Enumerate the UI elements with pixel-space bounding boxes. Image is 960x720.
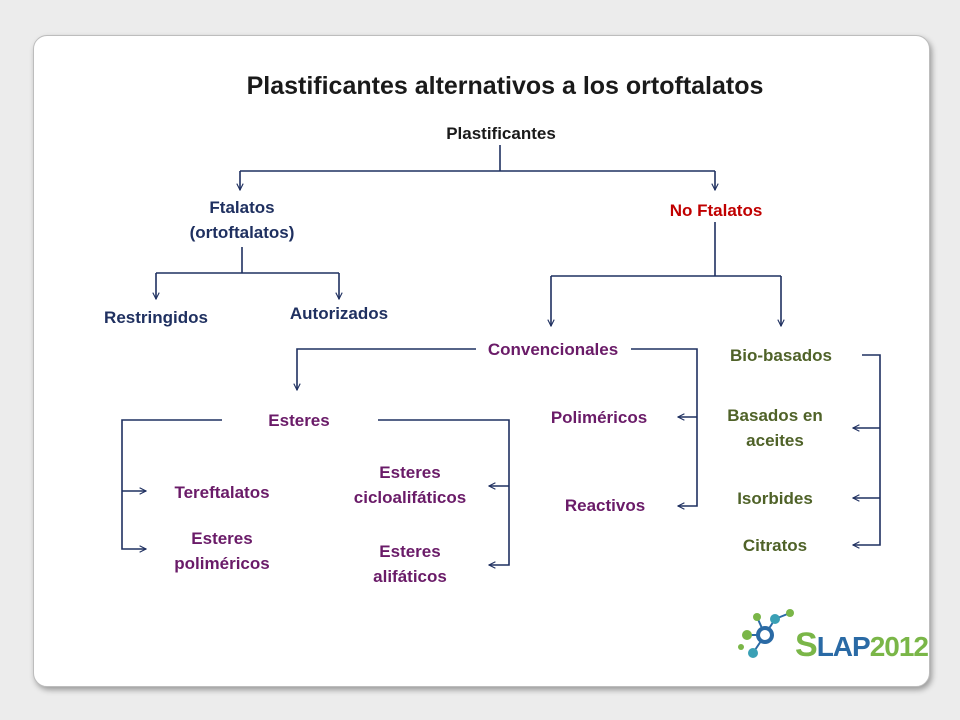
diagram-title: Plastificantes alternativos a los ortoft… <box>246 72 764 100</box>
connector-no-ftalatos <box>551 222 781 326</box>
logo-text-year: 2012 <box>869 631 929 662</box>
node-ftalatos: Ftalatos (ortoftalatos) <box>189 198 295 242</box>
node-bio-basados: Bio-basados <box>729 346 833 365</box>
connector-esteres-right <box>378 419 510 565</box>
node-autorizados: Autorizados <box>289 304 389 323</box>
node-plastificantes: Plastificantes <box>446 124 556 143</box>
node-restringidos: Restringidos <box>104 308 208 327</box>
node-reactivos: Reactivos <box>564 496 646 515</box>
connector-esteres-left <box>121 419 222 549</box>
node-isorbides: Isorbides <box>737 489 813 508</box>
node-no-ftalatos: No Ftalatos <box>669 201 763 220</box>
logo-text-s: S <box>795 626 818 664</box>
slide <box>33 35 930 687</box>
molecule-icon <box>738 609 794 658</box>
connector-ftalatos <box>156 247 339 299</box>
connector-root-left <box>240 170 715 190</box>
node-esteres: Esteres <box>268 411 330 430</box>
node-basados-en-aceites: Basados en aceites <box>727 406 823 450</box>
node-esteres-cicloalifaticos: Esteres cicloalifáticos <box>353 463 467 507</box>
connector-bio-bracket <box>853 354 881 545</box>
node-citratos: Citratos <box>742 536 808 555</box>
logo-text-lap: LAP <box>816 631 871 662</box>
node-esteres-polimericos: Esteres poliméricos <box>174 529 270 573</box>
node-tereftalatos: Tereftalatos <box>174 483 270 502</box>
node-polimericos: Poliméricos <box>550 408 648 427</box>
slap2012-logo: SLAP2012 <box>735 605 929 667</box>
connector-convencionales-bracket <box>631 348 698 506</box>
connector-convencionales-esteres <box>297 348 476 390</box>
node-convencionales: Convencionales <box>487 340 619 359</box>
node-esteres-alifaticos: Esteres alifáticos <box>373 542 447 586</box>
